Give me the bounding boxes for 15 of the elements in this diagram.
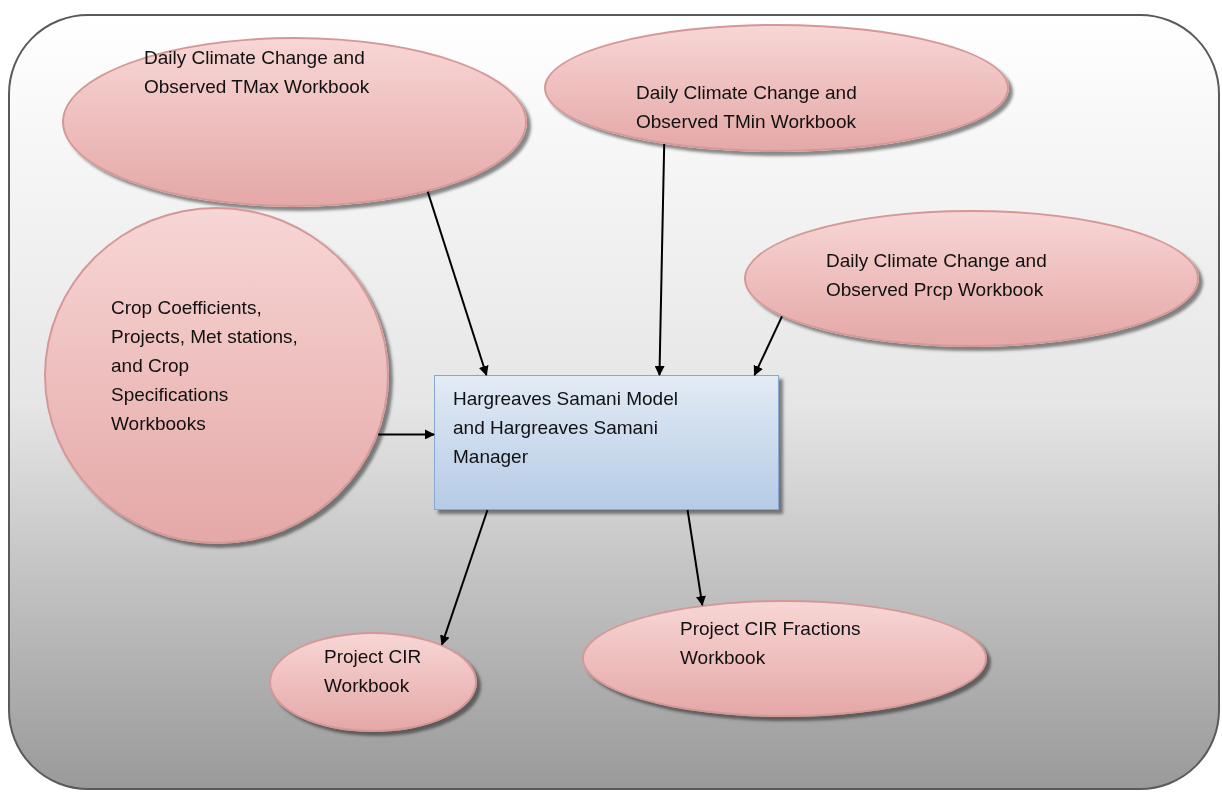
node-label: Crop Coefficients, Projects, Met stations, and Crop Specifications Workbooks xyxy=(111,296,299,436)
node-label: Daily Climate Change and Observed TMin Workbook xyxy=(636,81,858,134)
node-label: Daily Climate Change and Observed TMax Workbook xyxy=(144,46,371,99)
node-label: Project CIR Workbook xyxy=(324,645,423,698)
arrow xyxy=(440,509,489,646)
arrow xyxy=(377,429,435,440)
node-label: Hargreaves Samani Model and Hargreaves Samani Manager xyxy=(453,387,679,469)
arrow xyxy=(654,143,666,376)
process-box xyxy=(434,375,779,510)
arrow xyxy=(426,190,489,376)
node-label: Daily Climate Change and Observed Prcp Workbook xyxy=(826,249,1048,302)
diagram-panel xyxy=(8,14,1220,790)
node-label: Project CIR Fractions Workbook xyxy=(680,617,862,670)
arrow xyxy=(753,315,783,376)
arrow xyxy=(686,509,706,607)
